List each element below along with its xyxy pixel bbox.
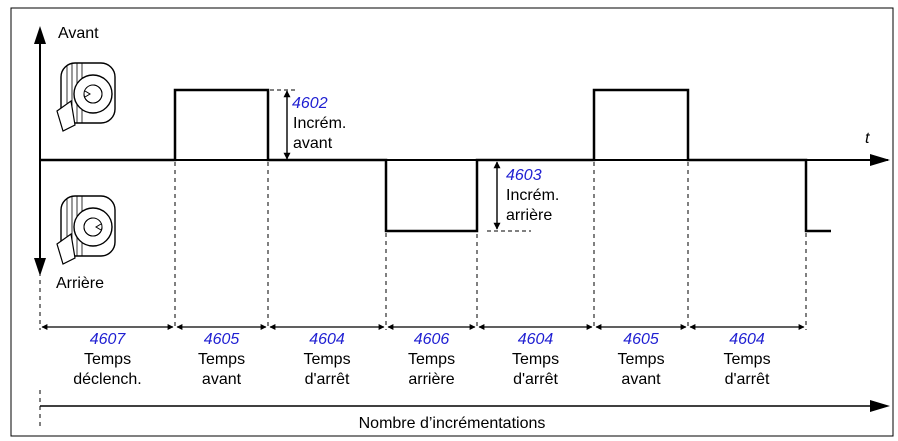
segment-param: 4607 — [90, 331, 127, 348]
segment-param: 4606 — [414, 331, 450, 348]
segment-label-line1: Temps — [303, 351, 350, 368]
count-axis-arrow — [870, 400, 890, 412]
reverse-increment-line1: Incrém. — [506, 187, 559, 204]
segment-param: 4604 — [309, 331, 345, 348]
segment-label-line1: Temps — [84, 351, 131, 368]
forward-increment-line2: avant — [293, 135, 333, 152]
segment-label-line2: déclench. — [73, 371, 142, 388]
forward-increment-param: 4602 — [292, 95, 328, 112]
reverse-increment-line2: arrière — [506, 207, 552, 224]
segment-label-line2: avant — [202, 371, 242, 388]
time-label: t — [865, 130, 870, 147]
segment-label-line2: d'arrêt — [305, 371, 350, 388]
segment-label-line2: d'arrêt — [513, 371, 558, 388]
segment-param: 4605 — [623, 331, 659, 348]
reverse-increment-param: 4603 — [506, 167, 542, 184]
segment-param: 4605 — [204, 331, 240, 348]
segment-label-line1: Temps — [512, 351, 559, 368]
segment-boundaries — [39, 162, 807, 426]
segment-label-line2: d'arrêt — [725, 371, 770, 388]
segment-label-line1: Temps — [198, 351, 245, 368]
segment-param: 4604 — [518, 331, 554, 348]
segment-label-line1: Temps — [723, 351, 770, 368]
speed-axis-up-arrow — [34, 26, 46, 44]
reverse-label: Arrière — [56, 275, 104, 292]
segment-label-line1: Temps — [617, 351, 664, 368]
speed-axis-down-arrow — [34, 258, 46, 276]
segment-label-line2: avant — [621, 371, 661, 388]
count-label: Nombre d’incrémentations — [359, 415, 546, 432]
segment-label-line2: arrière — [408, 371, 454, 388]
time-axis-arrow — [870, 154, 890, 166]
diagram-frame — [10, 7, 894, 437]
forward-increment-line1: Incrém. — [293, 115, 346, 132]
motor-forward-icon — [56, 62, 116, 132]
segment-param: 4604 — [729, 331, 765, 348]
motor-reverse-icon — [56, 195, 116, 265]
forward-label: Avant — [58, 25, 99, 42]
segment-label-line1: Temps — [408, 351, 455, 368]
